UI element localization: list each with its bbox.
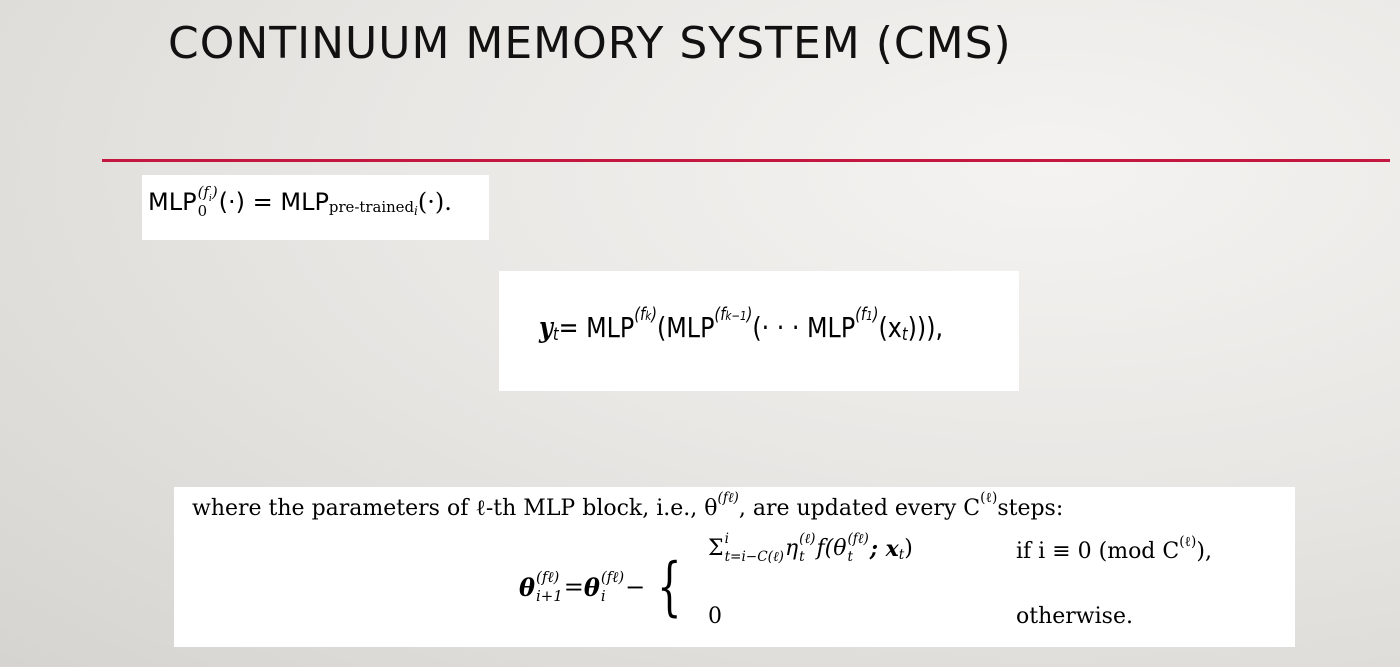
eq-text: (fℓ) [536,568,560,587]
eq-text: (MLP [656,311,715,344]
eq-text: ) [872,305,879,326]
eq-text: (f [634,305,646,326]
eq-text: (·) = MLP [218,187,329,216]
eq-text: ) [746,305,753,326]
eq-text: θ [583,572,600,602]
eq-text: (f [197,183,209,201]
eq-text: (· · · MLP [752,311,856,344]
eq-text: steps: [997,495,1064,521]
eq-text: pre-trained [328,198,415,217]
eq-text: (fℓ) [600,568,625,587]
equation-mlp-init: MLP (fi) 0 (·) = MLP pre-trained i (·). [142,175,489,240]
eq-text: , are updated every C [738,495,981,521]
eq-text: (f [855,305,867,326]
eq-text: (ℓ) [799,531,816,547]
eq-text: t [847,548,853,565]
eq-text: ))), [907,311,944,344]
slide-title: CONTINUUM MEMORY SYSTEM (CMS) [168,18,1012,69]
eq-text: i [208,193,212,205]
eq-text: η [784,536,799,562]
eq-text: ) [904,536,913,562]
eq-text: ) [651,305,657,326]
eq-text: t [799,548,805,565]
eq-text: 0 [197,201,208,220]
eq-text: = [563,573,584,601]
eq-text: Σ [708,536,724,562]
eq-text: y [539,311,553,344]
eq-text: ) [211,183,218,201]
eq-text: otherwise. [1016,604,1133,629]
eq-text: θ [519,572,536,602]
eq-text: t=i−C(ℓ) [724,548,784,565]
eq-text: ; x [869,535,899,562]
eq-text: t [901,325,908,346]
eq-text: (f [714,305,726,326]
eq-text: MLP [148,187,197,216]
equation-param-update: where the parameters of ℓ-th MLP block, … [174,487,1295,647]
eq-text: 0 [708,604,722,629]
title-divider [102,159,1390,162]
eq-text: i+1 [536,587,563,605]
eq-text: where the parameters of ℓ-th MLP block, … [192,496,718,521]
eq-text: ), [1196,539,1212,564]
eq-text: if i ≡ 0 (mod C [1016,539,1180,564]
eq-text: i [414,204,418,219]
eq-text: k−1 [725,309,747,324]
eq-text: (fℓ) [717,490,739,507]
eq-text: t [898,546,905,563]
eq-text: f(θ [816,536,847,562]
eq-supsub: (fi) 0 [197,185,218,220]
eq-text: = MLP [558,311,635,344]
eq-text: − [625,573,646,601]
eq-text: (ℓ) [980,490,998,507]
eq-text: 1 [866,309,873,324]
eq-text: (fℓ) [847,531,869,547]
eq-text: k [645,309,652,324]
eq-text: (ℓ) [1179,533,1197,550]
eq-text: t [552,325,559,346]
eq-text: i [600,587,606,605]
cases-brace: { [657,550,682,624]
eq-text: (·). [417,187,452,216]
eq-text: (x [878,311,902,344]
eq-text: i [724,531,729,547]
